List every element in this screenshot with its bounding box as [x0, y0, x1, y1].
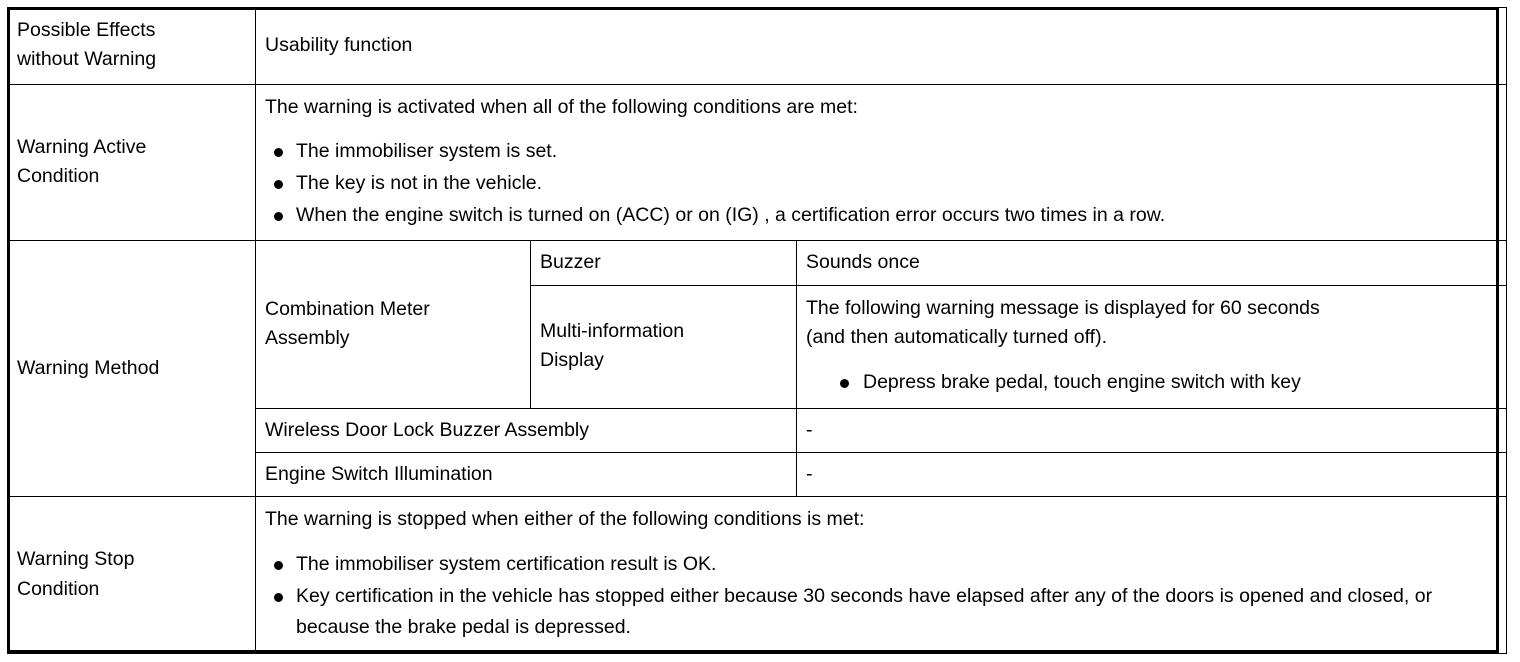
- table-row-wireless-door-lock-buzzer-assembly: Wireless Door Lock Buzzer Assembly -: [8, 407, 1507, 454]
- list-item: The key is not in the vehicle.: [265, 168, 1497, 200]
- warning-method-label-text: Warning Method: [17, 356, 160, 379]
- table-row-warning-method-buzzer: Warning Method Combination Meter Assembl…: [7, 240, 1507, 498]
- warning-stop-condition-intro: The warning is stopped when either of th…: [265, 508, 865, 531]
- warning-stop-condition-content: The warning is stopped when either of th…: [256, 497, 1506, 653]
- table-row-warning-active-condition: Warning Active Condition The warning is …: [7, 83, 1507, 242]
- buzzer-value-text: Sounds once: [806, 251, 920, 274]
- row-label-possible-effects: Possible Effects without Warning: [7, 7, 256, 85]
- table-row-warning-method-multi-information-display: Multi-information Display The following …: [8, 284, 1507, 409]
- row-value-warning-active-condition: The warning is activated when all of the…: [255, 83, 1507, 242]
- warning-stop-condition-label-text: Warning Stop Condition: [17, 548, 135, 600]
- warning-active-condition-bullet-list: The immobiliser system is set. The key i…: [265, 136, 1497, 231]
- possible-effects-value-text: Usability function: [265, 33, 413, 56]
- subrow-label-combination-meter-assembly: Combination Meter Assembly: [255, 240, 531, 409]
- subrow-value-multi-information-display: The following warning message is display…: [796, 284, 1507, 409]
- subrow-label-buzzer: Buzzer: [530, 240, 797, 286]
- engine-switch-illumination-value-text: -: [806, 463, 813, 485]
- possible-effects-label-text: Possible Effects without Warning: [17, 19, 157, 71]
- list-item: Key certification in the vehicle has sto…: [265, 581, 1497, 645]
- subrow-label-multi-information-display: Multi-information Display: [530, 284, 797, 409]
- wireless-door-lock-buzzer-assembly-value-text: -: [806, 418, 813, 441]
- warning-specification-table: Possible Effects without Warning Usabili…: [7, 7, 1507, 655]
- subrow-label-wireless-door-lock-buzzer-assembly: Wireless Door Lock Buzzer Assembly: [255, 407, 797, 454]
- multi-information-display-content: The following warning message is display…: [797, 286, 1506, 408]
- warning-active-condition-intro: The warning is activated when all of the…: [265, 95, 858, 118]
- wireless-door-lock-buzzer-assembly-label-text: Wireless Door Lock Buzzer Assembly: [265, 418, 590, 441]
- multi-information-display-intro: The following warning message is display…: [806, 296, 1320, 349]
- warning-active-condition-label-text: Warning Active Condition: [17, 135, 147, 187]
- row-label-warning-active-condition: Warning Active Condition: [7, 83, 256, 242]
- warning-active-condition-content: The warning is activated when all of the…: [256, 85, 1506, 241]
- table-row-engine-switch-illumination: Engine Switch Illumination -: [8, 451, 1507, 498]
- table-row-warning-stop-condition: Warning Stop Condition The warning is st…: [7, 496, 1507, 655]
- row-label-warning-method: Warning Method: [7, 240, 256, 498]
- row-value-warning-stop-condition: The warning is stopped when either of th…: [255, 496, 1507, 655]
- list-item: The immobiliser system is set.: [265, 136, 1497, 168]
- list-item: Depress brake pedal, touch engine switch…: [806, 367, 1497, 399]
- buzzer-label-text: Buzzer: [540, 251, 601, 274]
- row-value-possible-effects: Usability function: [255, 7, 1507, 85]
- list-item: When the engine switch is turned on (ACC…: [265, 200, 1497, 232]
- subrow-value-wireless-door-lock-buzzer-assembly: -: [796, 407, 1507, 454]
- list-item: The immobiliser system certification res…: [265, 549, 1497, 581]
- subrow-label-engine-switch-illumination: Engine Switch Illumination: [255, 451, 797, 498]
- combination-meter-assembly-label-text: Combination Meter Assembly: [265, 297, 430, 350]
- multi-information-display-bullet-list: Depress brake pedal, touch engine switch…: [806, 367, 1497, 399]
- table-row-possible-effects: Possible Effects without Warning Usabili…: [7, 7, 1507, 85]
- subrow-value-engine-switch-illumination: -: [796, 451, 1507, 498]
- multi-information-display-label-text: Multi-information Display: [540, 319, 685, 372]
- subrow-value-buzzer: Sounds once: [796, 240, 1507, 286]
- engine-switch-illumination-label-text: Engine Switch Illumination: [265, 463, 493, 485]
- warning-stop-condition-bullet-list: The immobiliser system certification res…: [265, 549, 1497, 644]
- row-label-warning-stop-condition: Warning Stop Condition: [7, 496, 256, 655]
